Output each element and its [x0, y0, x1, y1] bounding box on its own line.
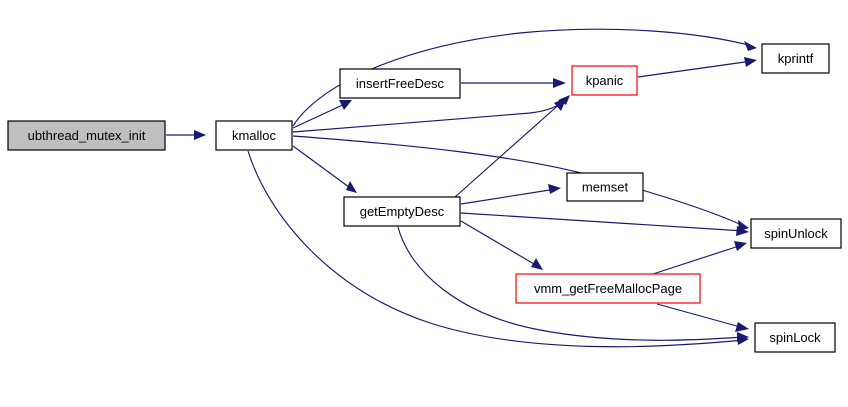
edge-line: [292, 97, 568, 133]
node-label: spinUnlock: [764, 226, 828, 241]
edge-getEmptyDesc-to-spinLock: [397, 226, 749, 342]
arrowhead-icon: [194, 130, 206, 140]
node-layer: ubthread_mutex_init kmalloc insertFreeDesc…: [7, 43, 842, 353]
node-box[interactable]: [515, 273, 701, 304]
node-box[interactable]: [750, 218, 842, 249]
arrowhead-icon: [734, 241, 747, 251]
edge-line: [656, 303, 745, 329]
graph-node-kprintf[interactable]: kprintf: [761, 43, 830, 74]
edge-kmalloc-to-kpanic: [292, 95, 570, 133]
edge-line: [454, 100, 564, 198]
node-label: ubthread_mutex_init: [28, 128, 146, 143]
graph-node-spinLock[interactable]: spinLock: [754, 322, 836, 353]
node-label: kpanic: [586, 73, 624, 88]
node-label: vmm_getFreeMallocPage: [534, 281, 682, 296]
graph-node-kmalloc[interactable]: kmalloc: [215, 120, 293, 151]
edge-line: [247, 150, 745, 348]
edge-kmalloc-to-spinLock: [247, 150, 749, 348]
edge-line: [460, 188, 557, 205]
node-box[interactable]: [571, 65, 638, 96]
edge-getEmptyDesc-to-vmm_getFreeMallocPage: [460, 220, 543, 270]
node-box[interactable]: [566, 172, 644, 202]
edge-line: [460, 220, 540, 268]
arrowhead-icon: [339, 100, 352, 110]
edge-kmalloc-to-insertFreeDesc: [292, 100, 352, 129]
graph-node-getEmptyDesc[interactable]: getEmptyDesc: [343, 196, 461, 227]
edge-vmm_getFreeMallocPage-to-spinLock: [656, 303, 749, 332]
graph-node-insertFreeDesc[interactable]: insertFreeDesc: [339, 68, 461, 99]
node-box[interactable]: [761, 43, 830, 74]
edge-line: [460, 212, 745, 232]
edge-line: [292, 28, 753, 127]
edge-getEmptyDesc-to-memset: [460, 184, 561, 205]
node-label: kmalloc: [232, 128, 277, 143]
edge-line: [652, 244, 743, 275]
arrowhead-icon: [553, 78, 566, 88]
arrowhead-icon: [736, 226, 749, 236]
arrowhead-icon: [346, 181, 357, 193]
graph-node-spinUnlock[interactable]: spinUnlock: [750, 218, 842, 249]
edge-kmalloc-to-getEmptyDesc: [292, 145, 357, 193]
edge-line: [397, 226, 745, 341]
arrowhead-icon: [737, 332, 749, 342]
node-box[interactable]: [7, 120, 166, 151]
arrowhead-icon: [744, 57, 757, 67]
graph-node-vmm_getFreeMallocPage[interactable]: vmm_getFreeMallocPage: [515, 273, 701, 304]
arrowhead-icon: [735, 322, 749, 332]
edge-vmm_getFreeMallocPage-to-spinUnlock: [652, 241, 747, 275]
node-label: getEmptyDesc: [360, 204, 445, 219]
edge-line: [292, 145, 354, 191]
edge-line: [637, 60, 753, 78]
node-box[interactable]: [754, 322, 836, 353]
edge-getEmptyDesc-to-spinUnlock: [460, 212, 749, 236]
arrowhead-icon: [744, 41, 757, 51]
node-box[interactable]: [215, 120, 293, 151]
edge-ubthread_mutex_init-to-kmalloc: [166, 130, 206, 140]
edge-line: [292, 101, 350, 129]
arrowhead-icon: [531, 258, 543, 270]
edge-insertFreeDesc-to-kpanic: [461, 78, 566, 88]
node-label: insertFreeDesc: [356, 76, 445, 91]
node-box[interactable]: [343, 196, 461, 227]
edge-kpanic-to-kprintf: [637, 57, 757, 78]
edge-kmalloc-to-kprintf: [292, 28, 757, 127]
edge-getEmptyDesc-to-kpanic: [454, 97, 567, 198]
node-box[interactable]: [339, 68, 461, 99]
graph-node-kpanic[interactable]: kpanic: [571, 65, 638, 96]
graph-node-ubthread_mutex_init[interactable]: ubthread_mutex_init: [7, 120, 166, 151]
arrowhead-icon: [548, 184, 561, 194]
node-label: spinLock: [769, 330, 821, 345]
node-label: memset: [582, 179, 629, 194]
arrowhead-icon: [554, 97, 567, 111]
graph-node-memset[interactable]: memset: [566, 172, 644, 202]
node-label: kprintf: [778, 51, 814, 66]
